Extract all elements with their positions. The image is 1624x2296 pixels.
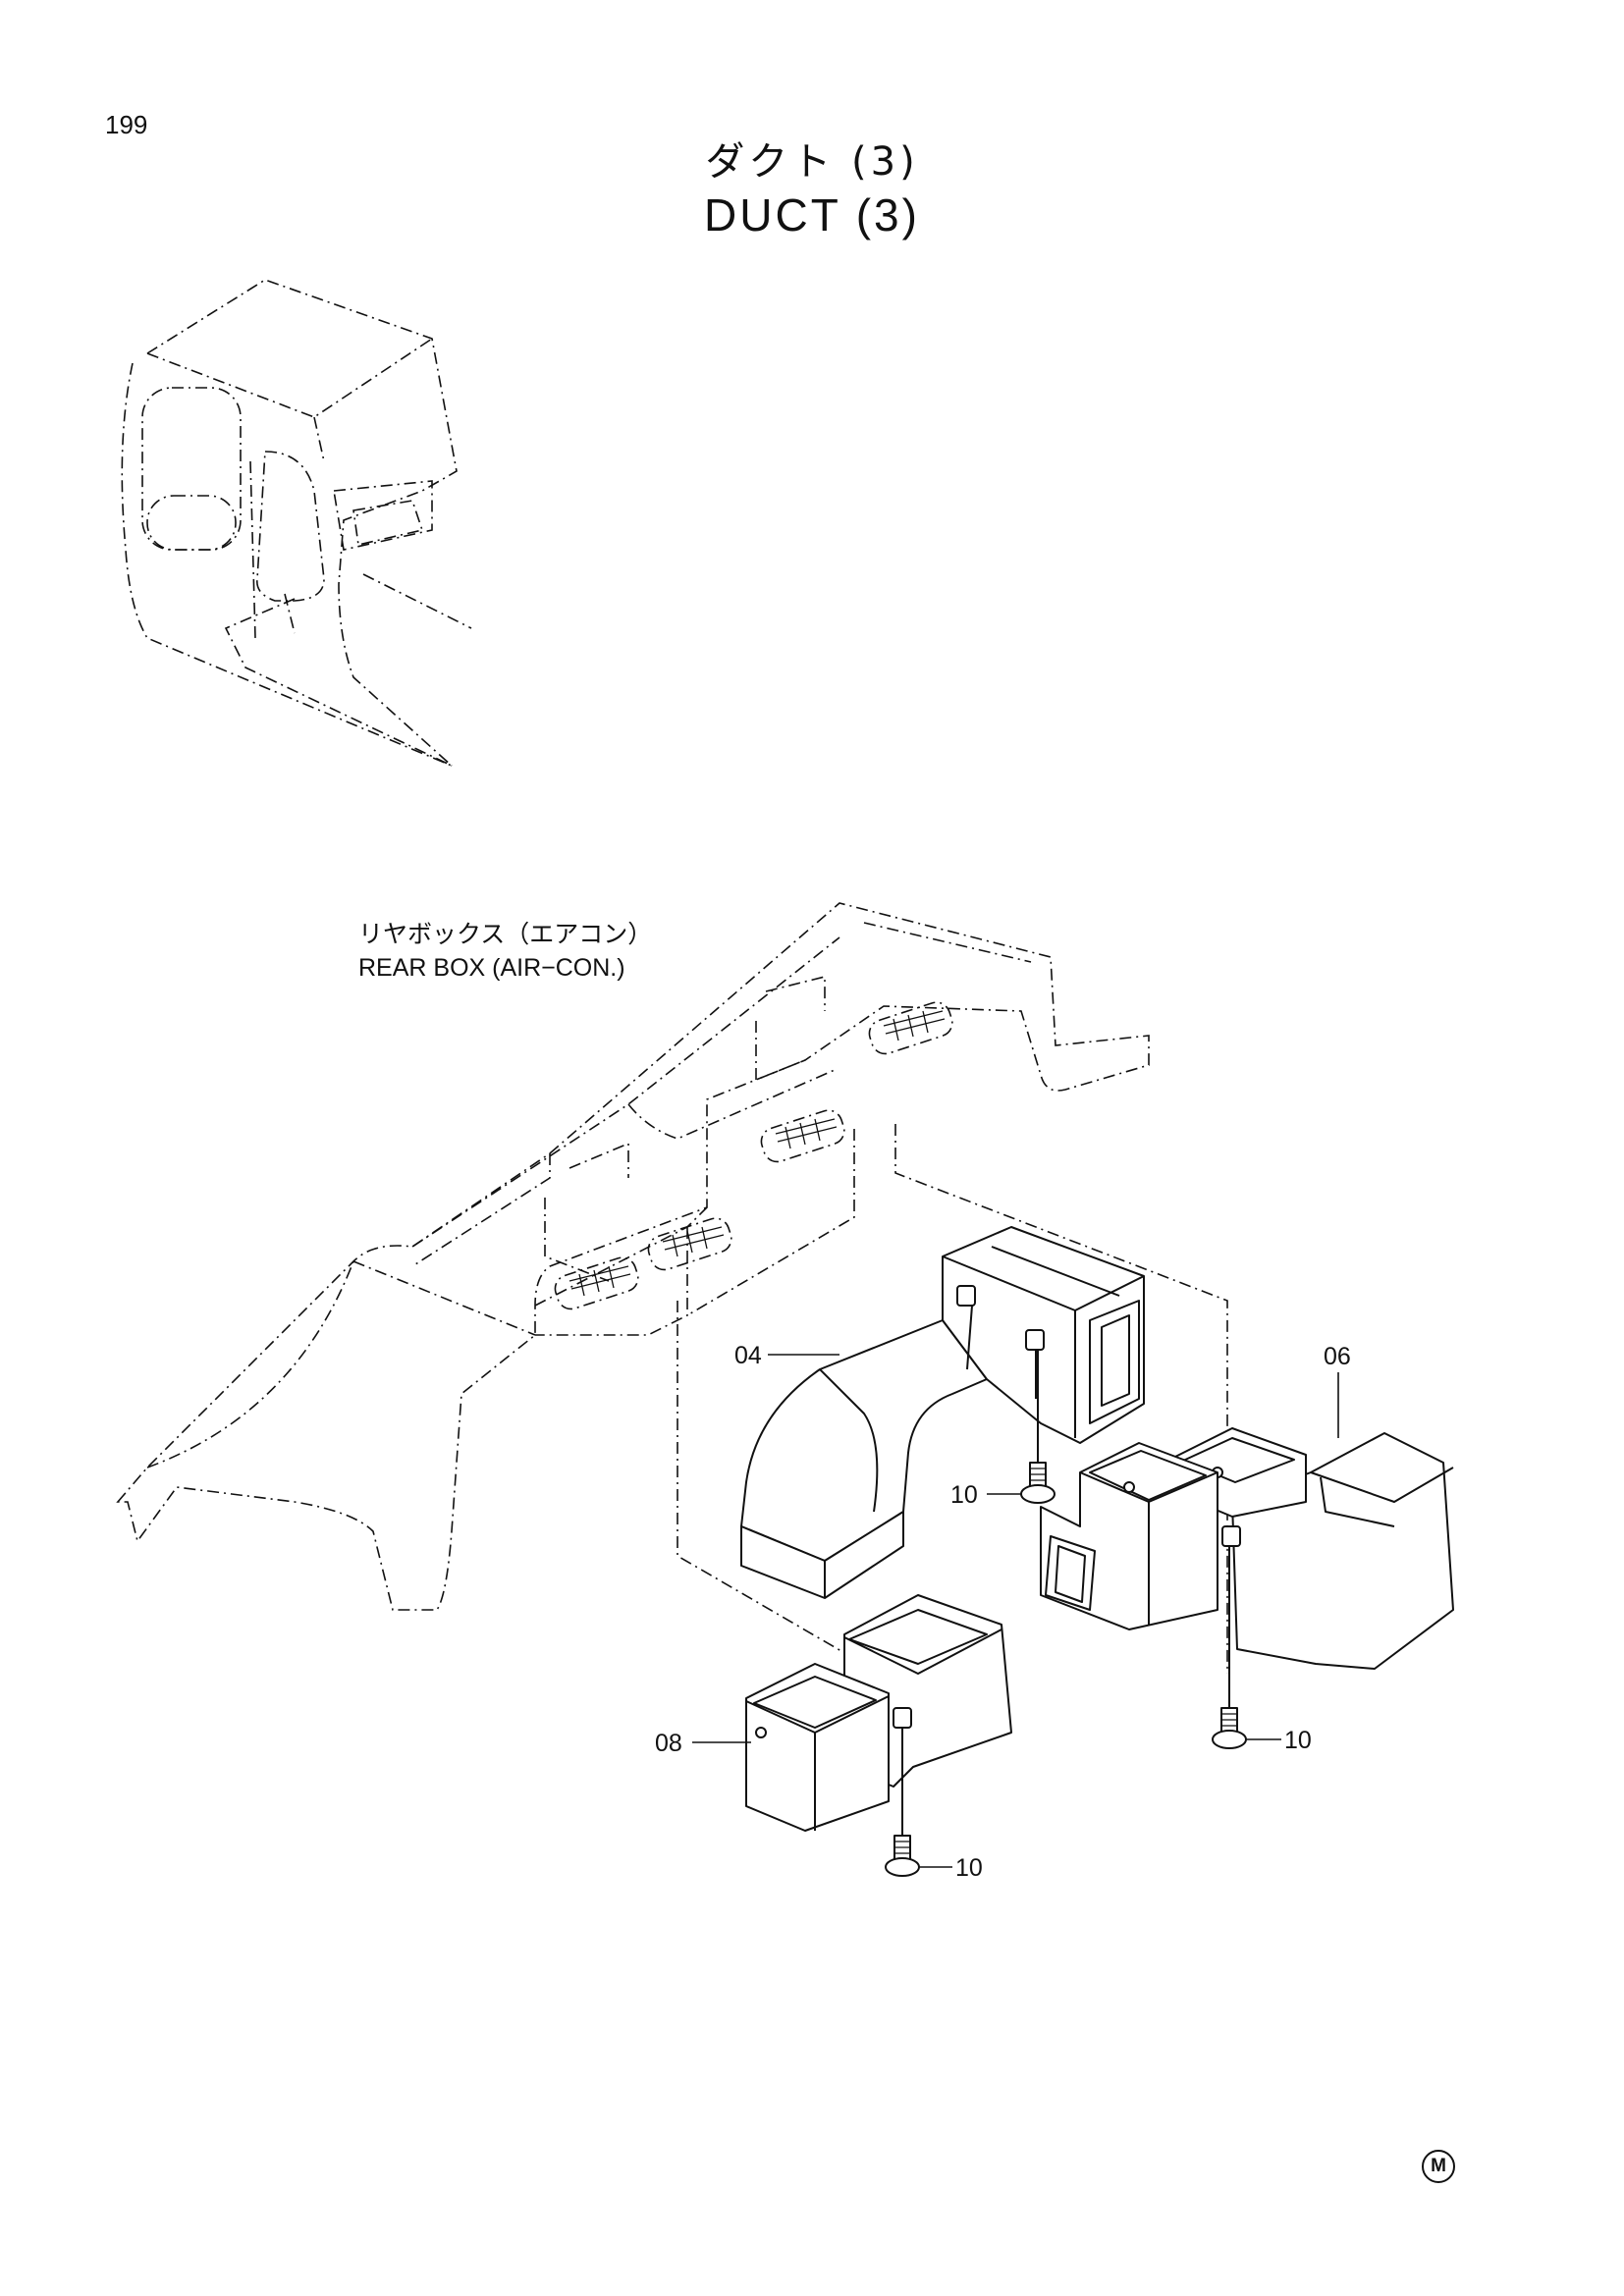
part-04-duct-elbow <box>740 1226 1145 1599</box>
bolt-10-upper <box>1020 1350 1056 1504</box>
callouts: 04 06 08 10 10 10 <box>655 1342 1351 1882</box>
page-number: 199 <box>105 110 148 139</box>
bolt-10-lower <box>885 1728 920 1877</box>
part-06-label: 06 <box>1324 1343 1351 1370</box>
part-04-label: 04 <box>734 1342 762 1369</box>
part-10-label-upper: 10 <box>950 1481 978 1509</box>
part-08-label: 08 <box>655 1730 682 1757</box>
cab-overview-illustration <box>121 279 472 767</box>
rear-box-label-japanese: リヤボックス（エアコン） <box>358 920 652 948</box>
rear-box-label-english: REAR BOX (AIR−CON.) <box>358 954 625 982</box>
vent-grilles <box>554 1001 953 1310</box>
part-10-label-lower: 10 <box>955 1854 983 1882</box>
title-japanese: ダクト (3) <box>705 139 919 185</box>
part-08-duct <box>745 1594 1012 1832</box>
title-english: DUCT (3) <box>704 189 920 240</box>
part-10-label-right: 10 <box>1284 1727 1312 1754</box>
part-06-duct <box>1040 1427 1454 1670</box>
manufacturer-mark-icon: M <box>1422 2150 1455 2183</box>
rear-box-assembly <box>116 902 1150 1611</box>
